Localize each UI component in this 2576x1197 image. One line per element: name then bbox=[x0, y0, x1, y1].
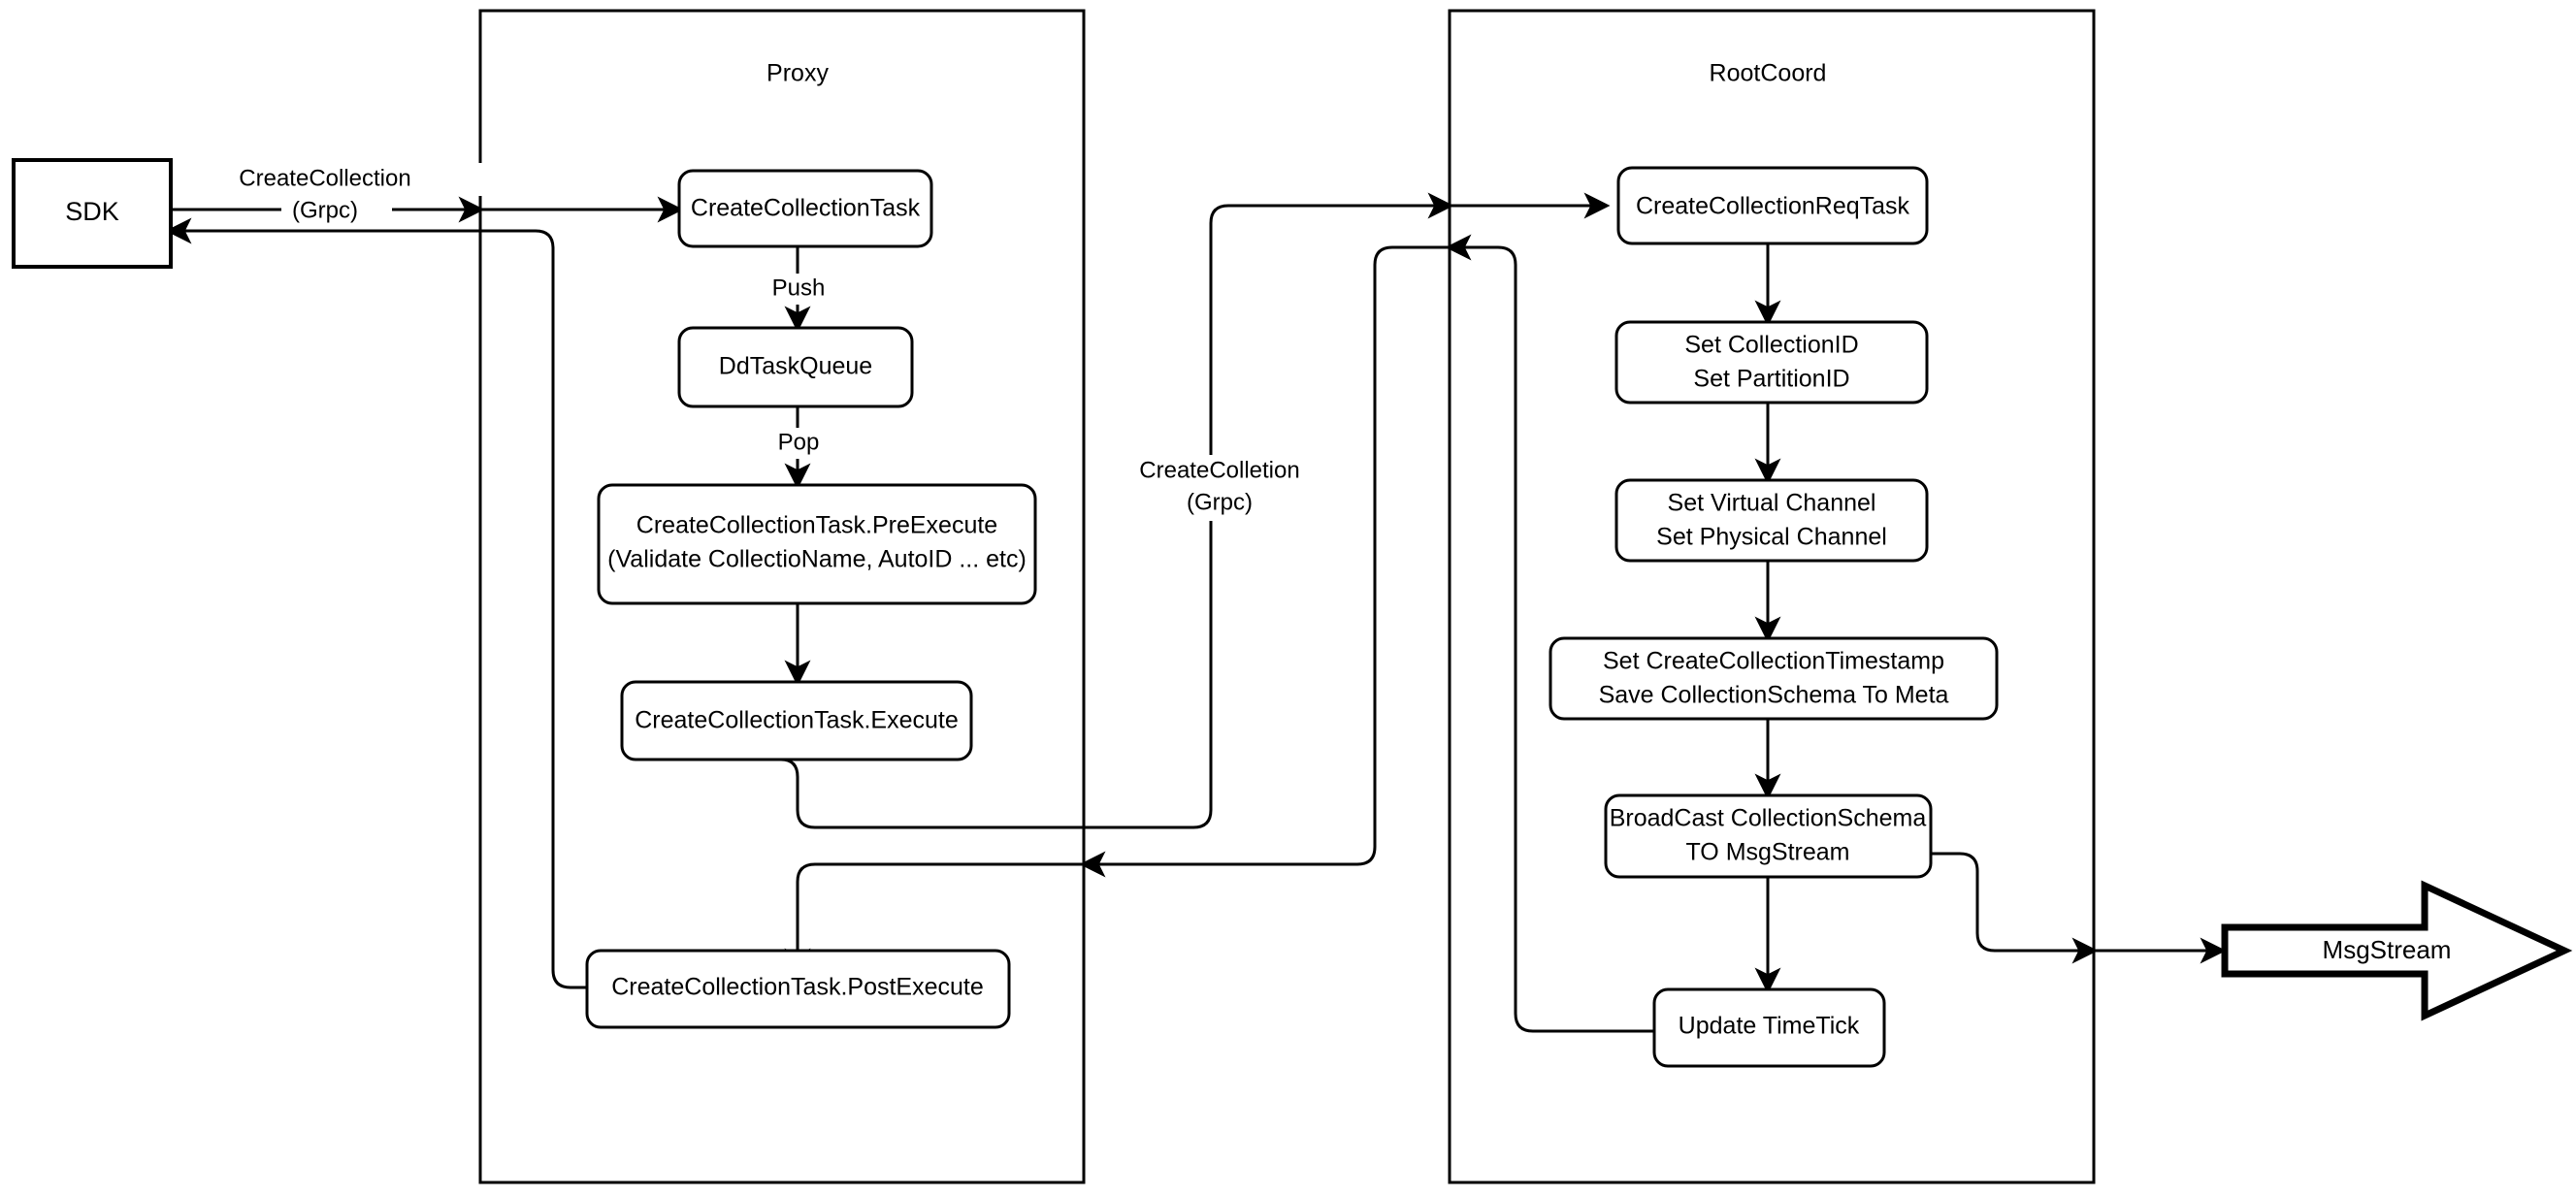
node-post-execute[interactable]: CreateCollectionTask.PostExecute bbox=[585, 949, 1011, 1029]
edge-label-sdk-to-proxy: CreateCollection (Grpc) bbox=[239, 163, 491, 229]
set-channels-label-line1: Set Virtual Channel bbox=[1668, 490, 1876, 517]
label-bg-createcollection-1 bbox=[245, 163, 491, 196]
create-collection-req-task-box[interactable] bbox=[1616, 166, 1929, 245]
node-set-timestamp[interactable]: Set CreateCollectionTimestamp Save Colle… bbox=[1549, 636, 1999, 721]
sdk-edge-label-line2: (Grpc) bbox=[292, 197, 358, 223]
create-collection-task-label: CreateCollectionTask bbox=[691, 195, 921, 222]
broadcast-box[interactable] bbox=[1604, 793, 1933, 879]
set-timestamp-label-line2: Save CollectionSchema To Meta bbox=[1599, 682, 1949, 709]
broadcast-label-line1: BroadCast CollectionSchema bbox=[1610, 805, 1927, 832]
sdk-label: SDK bbox=[65, 197, 119, 226]
node-broadcast[interactable]: BroadCast CollectionSchema TO MsgStream bbox=[1604, 793, 1933, 879]
node-create-collection-task[interactable]: CreateCollectionTask bbox=[677, 169, 933, 248]
msgstream-label: MsgStream bbox=[2323, 935, 2452, 964]
edge-broadcast-to-boundary bbox=[1931, 852, 2099, 964]
proxy-container-label: Proxy bbox=[766, 60, 829, 87]
push-label: Push bbox=[772, 275, 826, 301]
dd-task-queue-label: DdTaskQueue bbox=[719, 353, 872, 380]
update-timetick-label: Update TimeTick bbox=[1679, 1013, 1860, 1040]
msgstream-arrow-shape[interactable] bbox=[2221, 880, 2573, 1021]
edge-label-pop: Pop bbox=[766, 428, 831, 459]
label-bg-createcolletion-1 bbox=[1128, 455, 1357, 488]
set-channels-box[interactable] bbox=[1614, 478, 1929, 563]
set-channels-label-line2: Set Physical Channel bbox=[1656, 524, 1887, 551]
node-create-collection-req-task[interactable]: CreateCollectionReqTask bbox=[1616, 166, 1929, 245]
label-bg-pop bbox=[766, 428, 831, 459]
edge-postexecute-return bbox=[480, 229, 587, 989]
pre-execute-label-line1: CreateCollectionTask.PreExecute bbox=[636, 512, 997, 539]
create-collection-task-box[interactable] bbox=[677, 169, 933, 248]
broadcast-label-line2: TO MsgStream bbox=[1685, 839, 1849, 866]
node-sdk[interactable]: SDK bbox=[12, 158, 173, 269]
execute-label: CreateCollectionTask.Execute bbox=[635, 707, 959, 734]
edge-rootcoord-to-proxy bbox=[1079, 245, 1450, 878]
create-collection-req-task-label: CreateCollectionReqTask bbox=[1636, 193, 1910, 220]
label-bg-createcolletion-2 bbox=[1162, 488, 1269, 521]
set-ids-label-line2: Set PartitionID bbox=[1693, 366, 1849, 393]
sdk-box[interactable] bbox=[12, 158, 173, 269]
set-timestamp-label-line1: Set CreateCollectionTimestamp bbox=[1603, 648, 1944, 675]
set-timestamp-box[interactable] bbox=[1549, 636, 1999, 721]
edge-label-proxy-to-rootcoord: CreateColletion (Grpc) bbox=[1128, 455, 1357, 521]
edge-label-push: Push bbox=[763, 274, 836, 305]
proxy-rootcoord-edge-label-line1: CreateColletion bbox=[1139, 457, 1299, 483]
set-ids-box[interactable] bbox=[1614, 320, 1929, 404]
dd-task-queue-box[interactable] bbox=[677, 326, 914, 408]
post-execute-box[interactable] bbox=[585, 949, 1011, 1029]
pre-execute-box[interactable] bbox=[597, 483, 1037, 605]
node-set-ids[interactable]: Set CollectionID Set PartitionID bbox=[1614, 320, 1929, 404]
edge-timetick-return-in-rootcoord bbox=[1445, 234, 1654, 1033]
sdk-edge-label-line1: CreateCollection bbox=[239, 165, 410, 191]
node-update-timetick[interactable]: Update TimeTick bbox=[1652, 987, 1886, 1068]
label-bg-createcollection-2 bbox=[281, 196, 392, 229]
node-pre-execute[interactable]: CreateCollectionTask.PreExecute (Validat… bbox=[597, 483, 1037, 605]
set-ids-label-line1: Set CollectionID bbox=[1684, 332, 1858, 359]
node-dd-task-queue[interactable]: DdTaskQueue bbox=[677, 326, 914, 408]
node-execute[interactable]: CreateCollectionTask.Execute bbox=[620, 680, 973, 761]
pre-execute-label-line2: (Validate CollectioName, AutoID ... etc) bbox=[607, 546, 1027, 573]
execute-box[interactable] bbox=[620, 680, 973, 761]
update-timetick-box[interactable] bbox=[1652, 987, 1886, 1068]
node-set-channels[interactable]: Set Virtual Channel Set Physical Channel bbox=[1614, 478, 1929, 563]
rootcoord-container-label: RootCoord bbox=[1710, 60, 1827, 87]
label-bg-push bbox=[763, 274, 836, 305]
edge-into-postexecute bbox=[784, 862, 1084, 975]
pop-label: Pop bbox=[778, 429, 820, 455]
node-msgstream[interactable]: MsgStream bbox=[2221, 880, 2573, 1021]
proxy-rootcoord-edge-label-line2: (Grpc) bbox=[1187, 489, 1253, 515]
post-execute-label: CreateCollectionTask.PostExecute bbox=[611, 974, 984, 1001]
